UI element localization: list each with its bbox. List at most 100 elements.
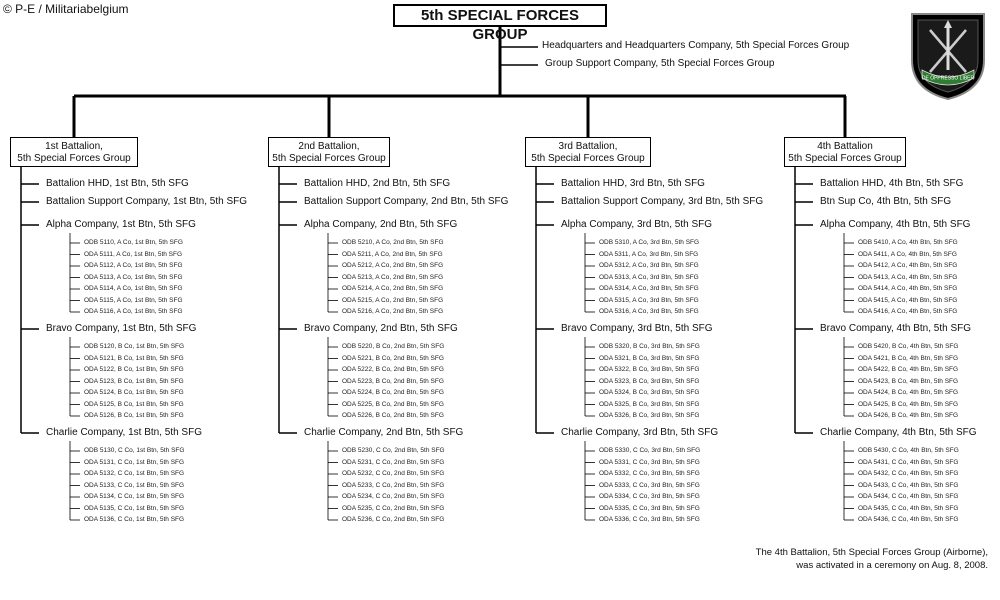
team-label: ODB 5110, A Co, 1st Btn, 5th SFG [84, 239, 183, 246]
team-label: ODA 5134, C Co, 1st Btn, 5th SFG [84, 493, 185, 500]
team-label: ODA 5224, B Co, 2nd Btn, 5th SFG [342, 389, 444, 396]
hhc-label: Headquarters and Headquarters Company, 5… [542, 40, 850, 51]
team-label: ODA 5314, A Co, 3rd Btn, 5th SFG [599, 285, 699, 292]
battalion-label-line1: 2nd Battalion, [298, 141, 360, 152]
team-label: ODA 5123, B Co, 1st Btn, 5th SFG [84, 377, 184, 385]
group-title-box: 5th SPECIAL FORCES GROUP [393, 4, 607, 43]
team-label: ODA 5236, C Co, 2nd Btn, 5th SFG [342, 516, 445, 523]
team-label: ODB 5210, A Co, 2nd Btn, 5th SFG [342, 239, 444, 246]
battalion-label-line2: 5th Special Forces Group [17, 153, 131, 164]
team-label: ODA 5315, A Co, 3rd Btn, 5th SFG [599, 296, 699, 304]
team-label: ODA 5321, B Co, 3rd Btn, 5th SFG [599, 354, 700, 362]
battalion-unit-label: Battalion HHD, 4th Btn, 5th SFG [820, 178, 964, 189]
team-label: ODA 5413, A Co, 4th Btn, 5th SFG [858, 273, 958, 281]
team-label: ODA 5234, C Co, 2nd Btn, 5th SFG [342, 493, 445, 500]
company-label: Charlie Company, 4th Btn, 5th SFG [820, 427, 977, 438]
team-label: ODA 5212, A Co, 2nd Btn, 5th SFG [342, 262, 444, 269]
team-label: ODB 5120, B Co, 1st Btn, 5th SFG [84, 343, 185, 350]
company-label: Alpha Company, 3rd Btn, 5th SFG [561, 219, 713, 230]
team-label: ODA 5135, C Co, 1st Btn, 5th SFG [84, 504, 185, 512]
team-label: ODA 5433, C Co, 4th Btn, 5th SFG [858, 481, 959, 489]
special-forces-crest-icon: DE OPPRESSO LIBER [911, 13, 985, 101]
team-label: ODA 5426, B Co, 4th Btn, 5th SFG [858, 412, 959, 419]
team-label: ODA 5311, A Co, 3rd Btn, 5th SFG [599, 250, 699, 258]
company-label: Bravo Company, 3rd Btn, 5th SFG [561, 323, 713, 334]
team-label: ODA 5115, A Co, 1st Btn, 5th SFG [84, 296, 183, 304]
battalion-unit-label: Battalion HHD, 3rd Btn, 5th SFG [561, 178, 705, 189]
battalion-unit-label: Battalion Support Company, 3rd Btn, 5th … [561, 196, 764, 207]
company-label: Bravo Company, 1st Btn, 5th SFG [46, 323, 197, 334]
team-label: ODA 5425, B Co, 4th Btn, 5th SFG [858, 400, 959, 408]
team-label: ODB 5420, B Co, 4th Btn, 5th SFG [858, 343, 959, 350]
team-label: ODB 5220, B Co, 2nd Btn, 5th SFG [342, 343, 445, 350]
team-label: ODA 5332, C Co, 3rd Btn, 5th SFG [599, 470, 700, 477]
battalion-unit-label: Battalion HHD, 2nd Btn, 5th SFG [304, 178, 451, 189]
battalion-unit-label: Battalion HHD, 1st Btn, 5th SFG [46, 178, 189, 189]
company-label: Charlie Company, 2nd Btn, 5th SFG [304, 427, 464, 438]
battalion-label-line2: 5th Special Forces Group [272, 153, 386, 164]
team-label: ODA 5122, B Co, 1st Btn, 5th SFG [84, 366, 184, 373]
battalion-unit-label: Battalion Support Company, 2nd Btn, 5th … [304, 196, 509, 207]
team-label: ODB 5320, B Co, 3rd Btn, 5th SFG [599, 343, 700, 350]
company-label: Alpha Company, 4th Btn, 5th SFG [820, 219, 971, 230]
team-label: ODA 5424, B Co, 4th Btn, 5th SFG [858, 389, 959, 396]
company-label: Charlie Company, 3rd Btn, 5th SFG [561, 427, 719, 438]
team-label: ODB 5130, C Co, 1st Btn, 5th SFG [84, 447, 185, 454]
team-label: ODA 5132, C Co, 1st Btn, 5th SFG [84, 470, 185, 477]
team-label: ODA 5124, B Co, 1st Btn, 5th SFG [84, 389, 184, 396]
company-label: Alpha Company, 1st Btn, 5th SFG [46, 219, 196, 230]
team-label: ODA 5326, B Co, 3rd Btn, 5th SFG [599, 412, 700, 419]
team-label: ODA 5223, B Co, 2nd Btn, 5th SFG [342, 377, 444, 385]
team-label: ODA 5331, C Co, 3rd Btn, 5th SFG [599, 458, 700, 466]
team-label: ODA 5322, B Co, 3rd Btn, 5th SFG [599, 366, 700, 373]
team-label: ODA 5336, C Co, 3rd Btn, 5th SFG [599, 516, 700, 523]
team-label: ODB 5430, C Co, 4th Btn, 5th SFG [858, 447, 959, 454]
team-label: ODA 5121, B Co, 1st Btn, 5th SFG [84, 354, 184, 362]
company-label: Bravo Company, 2nd Btn, 5th SFG [304, 323, 458, 334]
group-support-label: Group Support Company, 5th Special Force… [545, 58, 775, 69]
team-label: ODA 5414, A Co, 4th Btn, 5th SFG [858, 285, 958, 292]
team-label: ODA 5431, C Co, 4th Btn, 5th SFG [858, 458, 959, 466]
team-label: ODA 5231, C Co, 2nd Btn, 5th SFG [342, 458, 445, 466]
team-label: ODA 5213, A Co, 2nd Btn, 5th SFG [342, 273, 444, 281]
team-label: ODA 5233, C Co, 2nd Btn, 5th SFG [342, 481, 445, 489]
team-label: ODA 5323, B Co, 3rd Btn, 5th SFG [599, 377, 700, 385]
battalion-unit-label: Btn Sup Co, 4th Btn, 5th SFG [820, 196, 952, 207]
team-label: ODA 5116, A Co, 1st Btn, 5th SFG [84, 308, 183, 315]
team-label: ODA 5436, C Co, 4th Btn, 5th SFG [858, 516, 959, 523]
company-label: Alpha Company, 2nd Btn, 5th SFG [304, 219, 458, 230]
footnote-line-2: was activated in a ceremony on Aug. 8, 2… [796, 560, 988, 571]
emblem-motto: DE OPPRESSO LIBER [922, 76, 975, 82]
team-label: ODA 5313, A Co, 3rd Btn, 5th SFG [599, 273, 699, 281]
team-label: ODA 5316, A Co, 3rd Btn, 5th SFG [599, 308, 699, 315]
company-label: Bravo Company, 4th Btn, 5th SFG [820, 323, 971, 334]
team-label: ODA 5312, A Co, 3rd Btn, 5th SFG [599, 262, 699, 269]
team-label: ODA 5215, A Co, 2nd Btn, 5th SFG [342, 296, 444, 304]
team-label: ODA 5422, B Co, 4th Btn, 5th SFG [858, 366, 959, 373]
team-label: ODA 5126, B Co, 1st Btn, 5th SFG [84, 412, 184, 419]
copyright-text: © P-E / Militariabelgium [3, 2, 129, 16]
team-label: ODA 5222, B Co, 2nd Btn, 5th SFG [342, 366, 444, 373]
team-label: ODA 5334, C Co, 3rd Btn, 5th SFG [599, 493, 700, 500]
footnote-line-1: The 4th Battalion, 5th Special Forces Gr… [755, 547, 988, 558]
team-label: ODA 5435, C Co, 4th Btn, 5th SFG [858, 504, 959, 512]
team-label: ODA 5221, B Co, 2nd Btn, 5th SFG [342, 354, 444, 362]
team-label: ODA 5133, C Co, 1st Btn, 5th SFG [84, 481, 185, 489]
battalion-label-line2: 5th Special Forces Group [531, 153, 645, 164]
team-label: ODA 5324, B Co, 3rd Btn, 5th SFG [599, 389, 700, 396]
team-label: ODA 5434, C Co, 4th Btn, 5th SFG [858, 493, 959, 500]
team-label: ODB 5310, A Co, 3rd Btn, 5th SFG [599, 239, 700, 246]
team-label: ODA 5412, A Co, 4th Btn, 5th SFG [858, 262, 958, 269]
team-label: ODA 5416, A Co, 4th Btn, 5th SFG [858, 308, 958, 315]
battalion-box: 1st Battalion,5th Special Forces Group [10, 137, 138, 167]
battalion-box: 2nd Battalion,5th Special Forces Group [268, 137, 390, 167]
team-label: ODA 5131, C Co, 1st Btn, 5th SFG [84, 458, 185, 466]
battalion-label-line2: 5th Special Forces Group [788, 153, 902, 164]
team-label: ODA 5216, A Co, 2nd Btn, 5th SFG [342, 308, 444, 315]
battalion-box: 3rd Battalion,5th Special Forces Group [525, 137, 651, 167]
team-label: ODA 5432, C Co, 4th Btn, 5th SFG [858, 470, 959, 477]
footnote: The 4th Battalion, 5th Special Forces Gr… [756, 546, 988, 572]
team-label: ODA 5112, A Co, 1st Btn, 5th SFG [84, 262, 183, 269]
